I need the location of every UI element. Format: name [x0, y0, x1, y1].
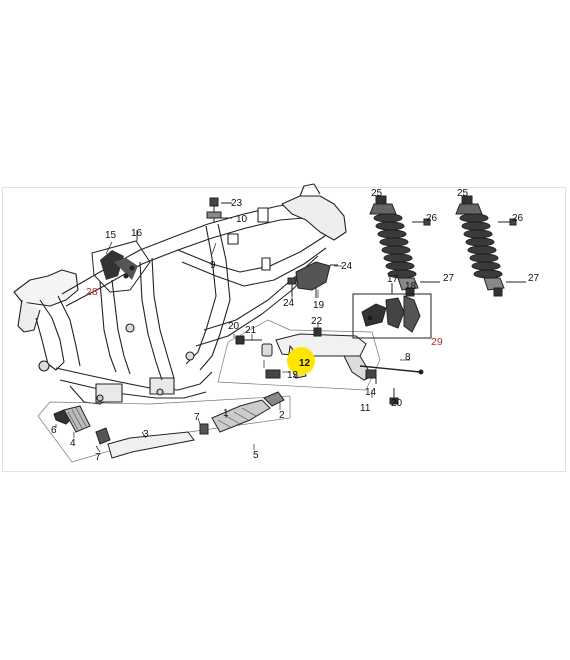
callout-22: 22: [311, 316, 323, 327]
callout-8: 8: [405, 352, 411, 363]
callout-6: 6: [51, 425, 57, 436]
main-frame-drawing: [13, 183, 347, 405]
callout-2: 2: [279, 410, 285, 421]
callout-3: 3: [143, 429, 149, 440]
callout-7b: 7: [194, 412, 200, 423]
callout-16: 16: [131, 228, 143, 239]
callout-4: 4: [70, 438, 76, 449]
rear-bracket-group: [352, 283, 432, 339]
callout-21: 21: [245, 325, 257, 336]
callout-13: 13: [287, 370, 299, 381]
callout-10: 10: [236, 214, 248, 225]
callout-17: 17: [387, 274, 399, 285]
rear-shock-right: [455, 195, 526, 297]
callout-11: 11: [360, 403, 371, 414]
callout-27a: 27: [443, 273, 455, 284]
callout-26a: 26: [426, 213, 438, 224]
callout-7a: 7: [95, 452, 101, 463]
callout-9: 9: [210, 260, 216, 271]
callout-24a: 24: [341, 261, 353, 272]
callout-12: 12: [299, 358, 311, 369]
callout-27b: 27: [528, 273, 540, 284]
diagram-frame: [2, 187, 566, 472]
callout-23: 23: [231, 198, 243, 209]
front-bracket-group: [91, 230, 151, 293]
callout-26b: 26: [512, 213, 524, 224]
leader-lines: [55, 232, 410, 453]
callout-25b: 25: [457, 188, 469, 199]
bolt-23-10: [206, 197, 232, 222]
callout-25a: 25: [371, 188, 383, 199]
callout-15: 15: [105, 230, 117, 241]
highlight-marker: [287, 347, 315, 375]
callout-19: 19: [313, 300, 325, 311]
footrest-group: [37, 391, 291, 463]
callout-29: 29: [431, 336, 443, 348]
rear-shock-left: [369, 195, 440, 297]
callout-18: 18: [405, 281, 417, 292]
callout-labels: 1 2 3 4 5 6 7 7 8 9 10 11 12 13 14 15 16…: [51, 188, 540, 463]
callout-14: 14: [365, 387, 377, 398]
callout-5: 5: [253, 450, 259, 461]
callout-28: 28: [86, 286, 98, 298]
callout-20b: 20: [391, 398, 403, 409]
callout-1: 1: [223, 408, 229, 419]
callout-20a: 20: [228, 321, 240, 332]
bracket-19-24: [287, 261, 338, 298]
callout-24b: 24: [283, 298, 295, 309]
